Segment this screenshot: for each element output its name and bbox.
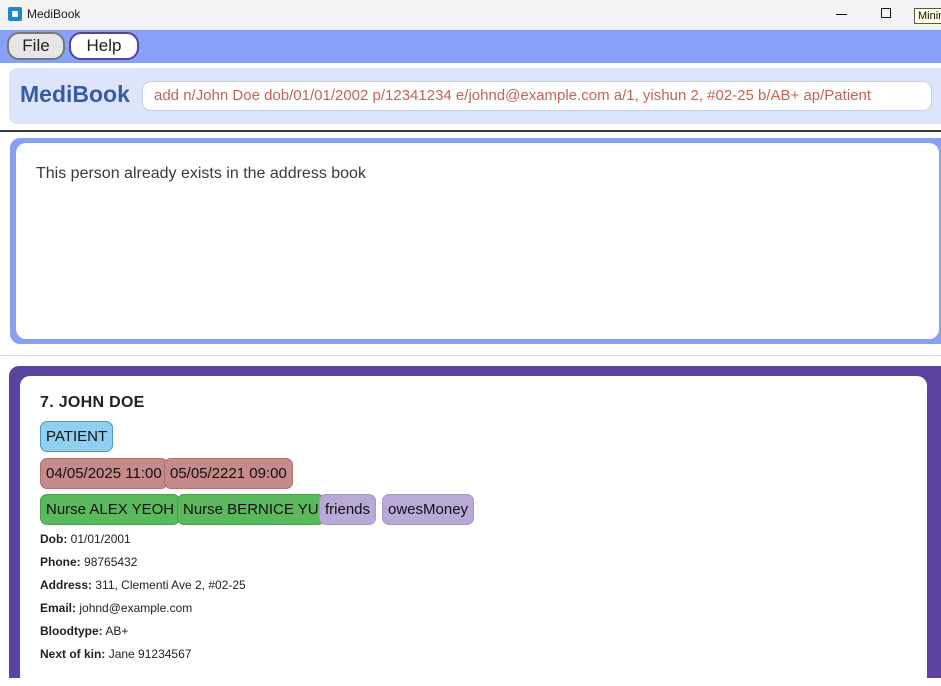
nurse-tag: Nurse BERNICE YU	[177, 494, 325, 525]
field-email: Email: johnd@example.com	[40, 601, 192, 615]
title-bar: MediBook Minimize	[0, 0, 941, 30]
result-display[interactable]: This person already exists in the addres…	[16, 143, 939, 339]
divider	[0, 355, 941, 356]
field-dob: Dob: 01/01/2001	[40, 532, 131, 546]
result-message: This person already exists in the addres…	[36, 165, 366, 182]
tag-friends: friends	[319, 494, 377, 525]
field-label: Bloodtype:	[40, 624, 103, 638]
person-card[interactable]: 7. JOHN DOE PATIENT 04/05/2025 11:00 05/…	[20, 376, 927, 686]
tag-owes-money: owesMoney	[382, 494, 475, 525]
field-label: Phone:	[40, 555, 81, 569]
maximize-button[interactable]	[881, 8, 891, 18]
field-bloodtype: Bloodtype: AB+	[40, 624, 128, 638]
app-brand: MediBook	[20, 81, 130, 107]
nurse-tag: Nurse ALEX YEOH	[40, 494, 181, 525]
field-label: Dob:	[40, 532, 68, 546]
field-label: Next of kin:	[40, 647, 106, 661]
appointment-tag: 05/05/2221 09:00	[164, 458, 293, 489]
field-label: Email:	[40, 601, 77, 615]
result-display-frame: This person already exists in the addres…	[10, 138, 941, 344]
field-value: 311, Clementi Ave 2, #02-25	[95, 578, 246, 592]
window-title: MediBook	[27, 7, 81, 21]
person-list[interactable]: 7. JOHN DOE PATIENT 04/05/2025 11:00 05/…	[9, 366, 941, 686]
role-tag: PATIENT	[40, 421, 114, 452]
app-icon	[8, 7, 22, 21]
field-value: AB+	[105, 624, 129, 638]
field-value: Jane 91234567	[108, 647, 192, 661]
minimize-button[interactable]	[836, 8, 848, 20]
command-area: MediBook add n/John Doe dob/01/01/2002 p…	[9, 68, 941, 124]
field-next-of-kin: Next of kin: Jane 91234567	[40, 647, 191, 661]
menu-bar: File Help	[0, 30, 941, 63]
field-label: Address:	[40, 578, 93, 592]
divider	[0, 130, 941, 132]
appointment-tag: 04/05/2025 11:00	[40, 458, 168, 489]
minimize-tooltip: Minimize	[914, 8, 941, 24]
field-address: Address: 311, Clementi Ave 2, #02-25	[40, 578, 246, 592]
person-name: 7. JOHN DOE	[40, 394, 145, 411]
field-value: 01/01/2001	[70, 532, 131, 546]
field-value: 98765432	[84, 555, 138, 569]
file-menu-button[interactable]: File	[7, 32, 65, 60]
field-value: johnd@example.com	[79, 601, 193, 615]
command-input[interactable]: add n/John Doe dob/01/01/2002 p/12341234…	[142, 81, 932, 111]
help-menu-button[interactable]: Help	[69, 32, 139, 60]
field-phone: Phone: 98765432	[40, 555, 137, 569]
